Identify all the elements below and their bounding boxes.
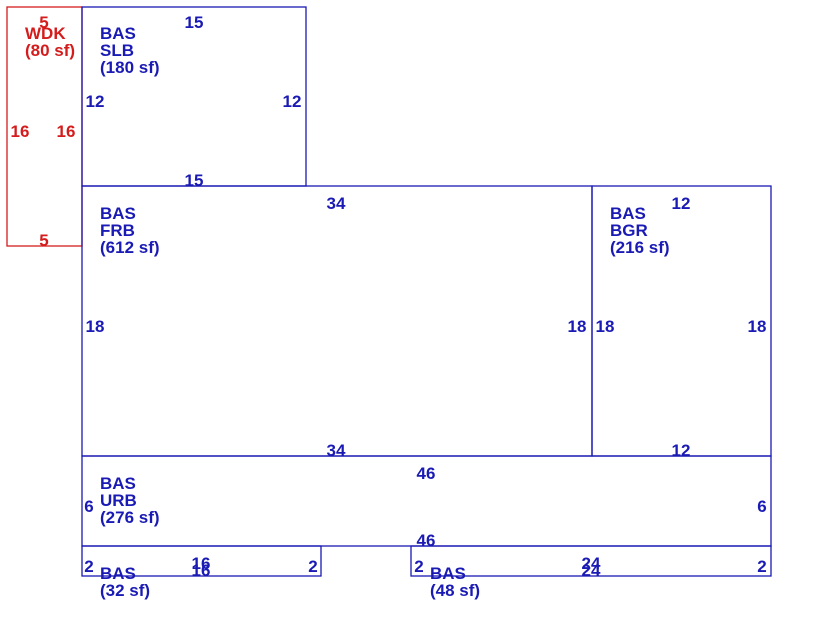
area-label-line: BAS — [100, 204, 136, 223]
area-label-line: BGR — [610, 221, 648, 240]
area-outline — [81, 185, 593, 457]
dimension-top: 5 — [39, 13, 48, 32]
area-outline — [81, 545, 322, 577]
dimension-top: 15 — [185, 13, 204, 32]
area-label-line: BAS — [100, 474, 136, 493]
dimension-left: 12 — [86, 92, 105, 111]
dimension-bottom: 34 — [327, 441, 346, 460]
dimension-right: 2 — [757, 557, 766, 576]
dimension-bottom: 24 — [582, 561, 601, 580]
area-label-line: FRB — [100, 221, 135, 240]
dimension-bottom: 15 — [185, 171, 204, 190]
area-label-line: (216 sf) — [610, 238, 670, 257]
dimension-bottom: 12 — [672, 441, 691, 460]
area-label-line: (180 sf) — [100, 58, 160, 77]
dimension-right: 18 — [568, 317, 587, 336]
dimension-top: 34 — [327, 194, 346, 213]
area-label-line: BAS — [100, 24, 136, 43]
area-wdk: WDK(80 sf) 5 5 16 16 — [6, 6, 83, 250]
dimension-top: 46 — [417, 464, 436, 483]
area-label-line: BAS — [610, 204, 646, 223]
dimension-top: 24 — [582, 554, 601, 573]
area-label-line: (48 sf) — [430, 581, 480, 600]
dimension-right: 18 — [748, 317, 767, 336]
dimension-right: 16 — [57, 122, 76, 141]
area-label-line: BAS — [430, 564, 466, 583]
dimension-top: 16 — [192, 554, 211, 573]
area-label-line: BAS — [100, 564, 136, 583]
dimension-left: 2 — [414, 557, 423, 576]
dimension-right: 2 — [308, 557, 317, 576]
area-label-line: (32 sf) — [100, 581, 150, 600]
dimension-left: 2 — [84, 557, 93, 576]
dimension-bottom: 46 — [417, 531, 436, 550]
dimension-left: 18 — [86, 317, 105, 336]
dimension-left: 18 — [596, 317, 615, 336]
dimension-left: 6 — [84, 497, 93, 516]
area-outline — [410, 545, 772, 577]
dimension-top: 12 — [672, 194, 691, 213]
area-label-line: SLB — [100, 41, 134, 60]
dimension-left: 16 — [11, 122, 30, 141]
dimension-bottom: 5 — [39, 231, 48, 250]
dimension-bottom: 16 — [192, 561, 211, 580]
area-label-line: WDK — [25, 24, 66, 43]
area-label-line: (612 sf) — [100, 238, 160, 257]
area-label-line: URB — [100, 491, 137, 510]
area-label-line: (276 sf) — [100, 508, 160, 527]
area-label-line: (80 sf) — [25, 41, 75, 60]
dimension-right: 12 — [283, 92, 302, 111]
dimension-right: 6 — [757, 497, 766, 516]
